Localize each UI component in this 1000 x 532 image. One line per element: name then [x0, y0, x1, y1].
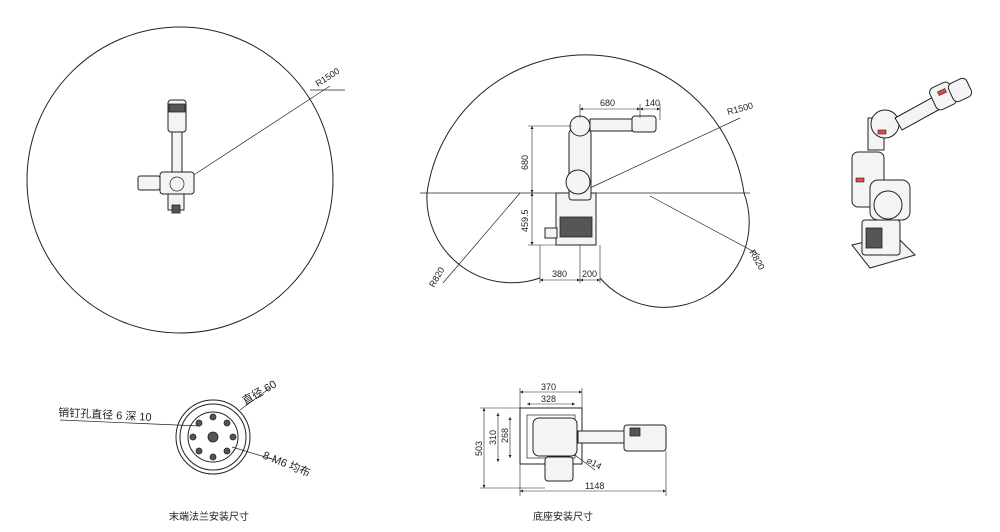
lower-reach-arc-right — [599, 192, 750, 308]
flange-caption: 末端法兰安装尺寸 — [169, 510, 249, 523]
base-hole-label: ⌀14 — [585, 455, 603, 471]
dim-vertical-length: 680 — [520, 155, 530, 170]
dim-base-length: 1148 — [585, 481, 604, 491]
reach-circle — [26, 26, 334, 334]
upper-reach-arc — [426, 54, 745, 194]
dim-base-height-total: 503 — [474, 441, 484, 456]
dim-base-left: 380 — [552, 269, 567, 279]
dim-base-height-mid: 310 — [488, 430, 498, 445]
dim-base-right: 200 — [582, 269, 597, 279]
reach-radius-line — [182, 85, 331, 183]
dim-arm-length: 680 — [600, 98, 615, 108]
dim-base-width-inner: 328 — [541, 394, 556, 404]
robot-side-view — [544, 115, 657, 246]
side-reach-label: R1500 — [726, 100, 754, 117]
dim-base-height-inner: 268 — [500, 428, 510, 443]
robot-top-view — [137, 99, 195, 214]
robot-forearm — [589, 118, 633, 132]
lower-reach-right-label: R820 — [747, 248, 766, 272]
lower-reach-left-label: R820 — [427, 265, 446, 289]
pin-hole-label: 销钉孔直径 6 深 10 — [58, 405, 152, 424]
flange-drawing: 销钉孔直径 6 深 10 直径 60 8-M6 均布 末端法兰安装尺寸 — [58, 377, 312, 523]
bolt-label: 8-M6 均布 — [261, 449, 312, 480]
base-drawing: 370 328 503 310 268 ⌀14 1148 底座安装尺寸 — [474, 382, 667, 523]
side-view: 680 140 R1500 680 459.5 380 200 R820 R82… — [420, 54, 767, 308]
top-view: R1500 — [26, 26, 345, 334]
dim-base-width-outer: 370 — [541, 382, 556, 392]
isometric-view — [851, 77, 973, 269]
robot-elbow-joint — [569, 115, 591, 137]
robot-wrist — [631, 115, 657, 133]
diameter-label: 直径 60 — [240, 377, 279, 408]
dim-base-height: 459.5 — [520, 209, 530, 232]
base-caption: 底座安装尺寸 — [533, 510, 593, 523]
lower-reach-arc-left — [426, 192, 541, 284]
dim-end-length: 140 — [645, 98, 660, 108]
flange-bolt-circle — [187, 411, 239, 463]
flange-outer-circle — [175, 399, 251, 475]
reach-label: R1500 — [314, 66, 342, 89]
